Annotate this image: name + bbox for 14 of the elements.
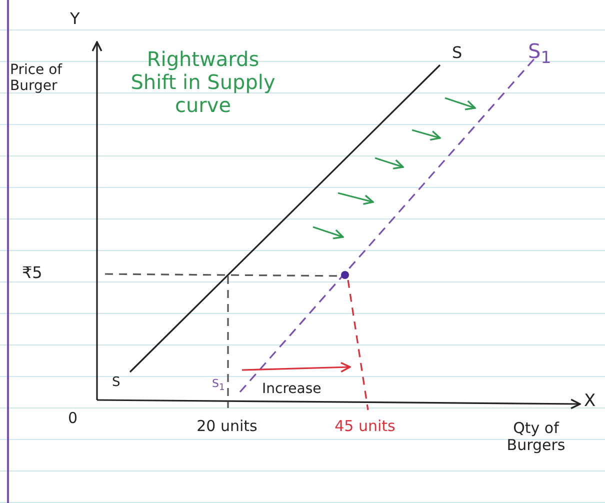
curve-label: S$_{1}$ bbox=[212, 378, 225, 394]
tick-label: 45 units bbox=[334, 418, 396, 436]
annotation: Rightwards Shift in Supply curve bbox=[130, 48, 276, 117]
axis-label: Y bbox=[70, 10, 80, 28]
axis-label: X bbox=[584, 392, 596, 412]
axis-title: Price of Burger bbox=[10, 62, 64, 94]
tick-label: 0 bbox=[68, 410, 78, 428]
axis-title: Qty of Burgers bbox=[506, 420, 566, 454]
curve-label: S$_{1}$ bbox=[528, 40, 552, 68]
curve-label: S bbox=[452, 44, 462, 62]
tick-label: 20 units bbox=[196, 418, 258, 436]
tick-label: ₹5 bbox=[22, 264, 42, 282]
annotation: Increase bbox=[262, 381, 322, 398]
curve-label: S bbox=[112, 376, 120, 391]
